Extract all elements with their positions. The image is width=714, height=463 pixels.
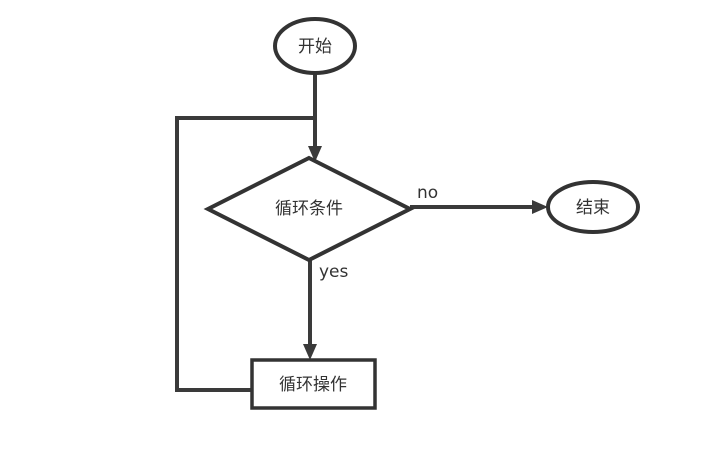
node-operation[interactable]: 循环操作 [250, 358, 377, 410]
edge-operation-to-condition [175, 116, 315, 392]
edge-condition-to-end [410, 200, 548, 214]
start-label: 开始 [298, 37, 332, 57]
arrow-head-icon [308, 146, 322, 162]
edge-condition-to-operation [303, 260, 317, 360]
condition-diamond[interactable] [203, 155, 415, 263]
edge-label-yes: yes [319, 262, 349, 282]
arrow-head-icon [532, 200, 548, 214]
end-label: 结束 [576, 198, 610, 218]
operation-rect[interactable] [250, 358, 377, 410]
loop-back-line [175, 116, 315, 392]
edge-label-no: no [417, 183, 438, 203]
node-condition[interactable]: 循环条件 [203, 155, 415, 263]
operation-label: 循环操作 [279, 375, 347, 395]
start-ellipse[interactable] [273, 17, 357, 75]
node-start[interactable]: 开始 [273, 17, 357, 75]
end-ellipse[interactable] [546, 180, 640, 234]
condition-label: 循环条件 [275, 199, 343, 219]
arrow-head-icon [303, 344, 317, 360]
node-end[interactable]: 结束 [546, 180, 640, 234]
edge-start-to-condition [308, 73, 322, 162]
